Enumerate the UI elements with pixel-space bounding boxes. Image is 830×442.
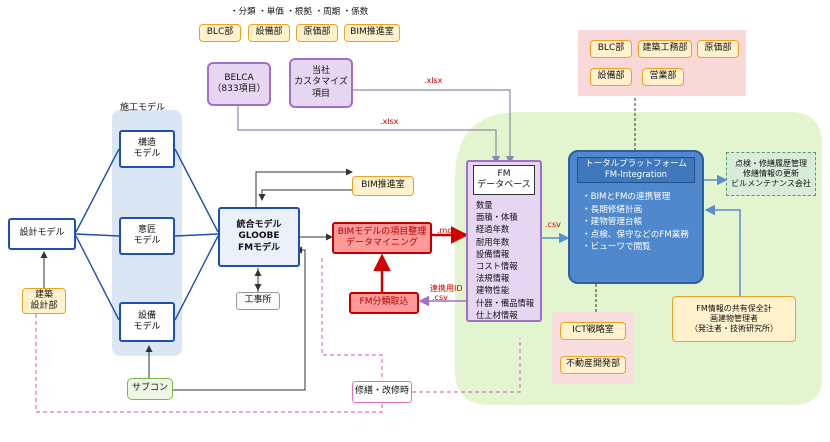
fmdb-item: コスト情報 xyxy=(476,261,518,272)
renkei-id-label: 連携用ID xyxy=(430,284,463,293)
csv-mid-label: .csv xyxy=(545,220,561,229)
equipment-model-box: 設備 モデル xyxy=(119,302,175,342)
fmdb-item: 法規情報 xyxy=(476,273,510,284)
bim-items-box: BIMモデルの項目整理 データマイニング xyxy=(332,222,432,254)
xlsx-label-top: .xlsx xyxy=(424,76,443,85)
platform-item: ・点検、保守などのFM業務 xyxy=(582,229,689,240)
fmdb-item: 什器・備品情報 xyxy=(476,297,535,308)
arch-design-dept-box: 建築 設計部 xyxy=(22,288,66,314)
platform-title: トータルプラットフォーム FM-Integration xyxy=(577,157,695,183)
design-model-box: 意匠 モデル xyxy=(119,217,175,255)
ict-dept-box: ICT戦略室 xyxy=(560,322,626,340)
construction-model-title: 施工モデル xyxy=(120,103,166,113)
platform-item: ・建物管理台帳 xyxy=(582,217,643,227)
fmdb-item: 数量 xyxy=(476,200,493,210)
right-dept-blc: BLC部 xyxy=(590,40,632,58)
custom-items-box: 当社 カスタマイズ 項目 xyxy=(289,58,353,108)
repair-box: 修繕・改修時 xyxy=(352,381,412,403)
csv-left-label: .csv xyxy=(432,293,448,302)
fm-classify-box: FM分類取込 xyxy=(349,292,419,314)
fm-share-box: FM情報の共有保全計 画建物管理者 （発注者・技術研究所） xyxy=(672,296,796,342)
maintenance-company-box: 点検・修繕履歴管理 修繕情報の更新 ビルメンテナンス会社 xyxy=(726,152,816,196)
total-platform-box: トータルプラットフォーム FM-Integration ・BIMとFMの連携管理… xyxy=(568,150,704,284)
top-dept-cost: 原価部 xyxy=(296,24,338,42)
top-dept-equipment: 設備部 xyxy=(248,24,290,42)
structure-model-box: 構造 モデル xyxy=(119,130,175,168)
design-model-main-box: 設計モデル xyxy=(8,218,76,250)
site-office-box: 工事所 xyxy=(236,292,280,310)
fm-database-items: 数量 面積・体積 経過年数 耐用年数 設備情報 コスト情報 法規情報 建物性能 … xyxy=(468,199,540,321)
top-dept-blc: BLC部 xyxy=(199,24,241,42)
mdb-label: .mdb xyxy=(437,226,458,235)
platform-item: ・長期修繕計画 xyxy=(582,204,643,215)
cost-attributes-note: ・分類 ・単価 ・根拠 ・周期 ・係数 xyxy=(230,7,369,17)
platform-item: ・ビューワで閲覧 xyxy=(582,242,651,252)
fmdb-item: 仕上材情報 xyxy=(476,309,518,320)
bim-promo-box: BIM推進室 xyxy=(352,176,414,196)
subcon-box: サブコン xyxy=(127,378,173,400)
fmdb-item: 耐用年数 xyxy=(476,236,510,247)
fmdb-item: 建物性能 xyxy=(476,285,510,296)
fmdb-item: 面積・体積 xyxy=(476,212,518,223)
integrated-model-box: 統合モデル GLOOBE FMモデル xyxy=(218,207,300,267)
platform-item: ・BIMとFMの連携管理 xyxy=(582,192,671,202)
xlsx-label-left: .xlsx xyxy=(380,117,399,126)
right-dept-construction: 建築工務部 xyxy=(638,40,692,58)
realestate-dept-box: 不動産開発部 xyxy=(560,356,626,374)
right-dept-equipment: 設備部 xyxy=(590,68,632,86)
fm-database-title: FM データベース xyxy=(473,165,535,195)
fmdb-item: 設備情報 xyxy=(476,248,510,259)
right-dept-cost: 原価部 xyxy=(697,40,739,58)
belca-box: BELCA （833項目） xyxy=(207,62,271,106)
platform-items: ・BIMとFMの連携管理 ・長期修繕計画 ・建物管理台帳 ・点検、保守などのFM… xyxy=(570,191,702,254)
fmdb-item: 経過年数 xyxy=(476,224,510,235)
fm-database-box: FM データベース 数量 面積・体積 経過年数 耐用年数 設備情報 コスト情報 … xyxy=(466,160,542,322)
top-dept-bim: BIM推進室 xyxy=(344,24,400,42)
right-dept-sales: 営業部 xyxy=(642,68,684,86)
